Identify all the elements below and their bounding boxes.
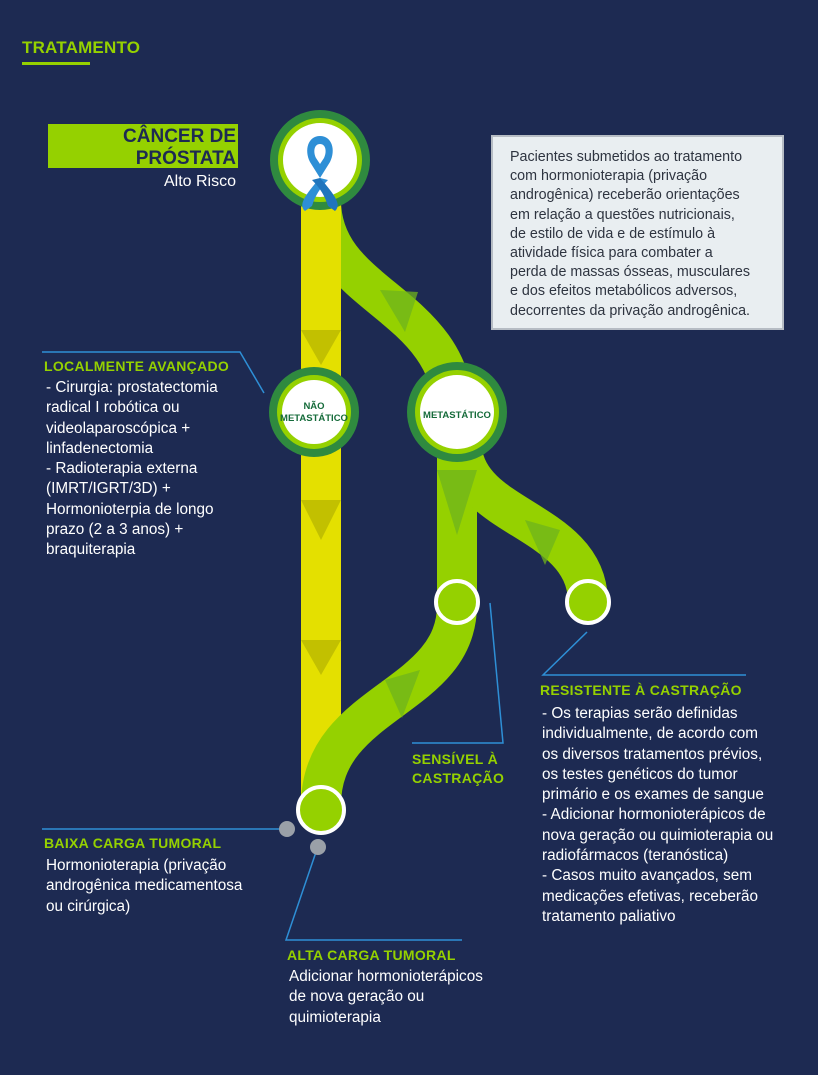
high-burden-text: Adicionar hormonioterápicos de nova gera… bbox=[289, 967, 483, 1028]
text-line: individualmente, de acordo com bbox=[542, 725, 758, 743]
info-line: Pacientes submetidos ao tratamento bbox=[510, 149, 743, 165]
high-burden-heading: ALTA CARGA TUMORAL bbox=[287, 947, 456, 963]
non-metastatic-label-line1: NÃO bbox=[303, 401, 325, 412]
metastatic-label: METASTÁTICO bbox=[423, 410, 491, 421]
non-metastatic-label-line2: METASTÁTICO bbox=[280, 413, 348, 424]
low-burden-node bbox=[296, 785, 346, 835]
sensitive-node bbox=[434, 579, 480, 625]
text-line: os testes genéticos do tumor bbox=[542, 765, 738, 783]
metastatic-node-inner bbox=[420, 375, 494, 449]
info-line: em relação a questões nutricionais, bbox=[510, 206, 735, 223]
connector-locally-advanced bbox=[42, 351, 265, 394]
castration-sensitive-heading: SENSÍVEL À CASTRAÇÃO bbox=[412, 750, 504, 788]
resistant-node bbox=[565, 579, 611, 625]
info-line: e dos efeitos metabólicos adversos, bbox=[510, 283, 738, 300]
low-burden-text: Hormonioterapia (privação androgênica me… bbox=[46, 856, 242, 917]
chevron-down-icon bbox=[380, 290, 418, 332]
text-line: radiofármacos (teranóstica) bbox=[542, 847, 729, 865]
connector-resistant bbox=[541, 631, 746, 676]
info-line: perda de massas ósseas, musculares bbox=[510, 264, 750, 281]
text-line: braquiterapia bbox=[46, 541, 136, 559]
info-box: Pacientes submetidos ao tratamento com h… bbox=[491, 135, 784, 330]
path-to-low-burden bbox=[301, 603, 477, 807]
castration-sensitive-line2: CASTRAÇÃO bbox=[412, 770, 505, 786]
non-metastatic-label: NÃO METASTÁTICO bbox=[274, 401, 354, 425]
text-line: Adicionar hormonioterápicos bbox=[289, 968, 483, 985]
chevron-down-icon bbox=[301, 640, 341, 675]
info-line: androgênica) receberão orientações bbox=[510, 187, 740, 204]
text-line: medicações efetivas, receberão bbox=[542, 887, 758, 905]
text-line: - Radioterapia externa bbox=[46, 460, 198, 478]
section-title: TRATAMENTO bbox=[22, 38, 141, 57]
chevron-down-icon bbox=[525, 520, 560, 565]
text-line: Hormonioterapia (privação bbox=[46, 857, 227, 874]
text-line: linfadenectomia bbox=[46, 439, 154, 457]
low-burden-heading: BAIXA CARGA TUMORAL bbox=[44, 835, 222, 851]
info-line: atividade física para combater a bbox=[510, 245, 713, 262]
text-line: ou cirúrgica) bbox=[46, 897, 131, 915]
chevron-down-icon bbox=[385, 670, 420, 718]
locally-advanced-heading: LOCALMENTE AVANÇADO bbox=[44, 358, 230, 374]
diagnosis-title: CÂNCER DE PRÓSTATA bbox=[36, 126, 236, 170]
path-to-resistant bbox=[442, 446, 608, 603]
text-line: de nova geração ou bbox=[289, 988, 425, 1006]
connector-sensitive bbox=[412, 602, 504, 744]
castration-resistant-text: - Os terapias serão definidas individual… bbox=[542, 704, 773, 927]
text-line: videolaparoscópica + bbox=[46, 419, 191, 437]
text-line: androgênica medicamentosa bbox=[46, 877, 243, 895]
awareness-ribbon-icon bbox=[302, 136, 338, 211]
text-line: radical I robótica ou bbox=[46, 399, 180, 417]
info-line: decorrentes da privação androgênica. bbox=[510, 302, 751, 319]
text-line: quimioterapia bbox=[289, 1008, 381, 1026]
text-line: - Cirurgia: prostatectomia bbox=[46, 379, 218, 396]
text-line: os diversos tratamentos prévios, bbox=[542, 745, 763, 763]
section-title-underline bbox=[22, 62, 90, 65]
chevron-down-icon bbox=[301, 330, 341, 365]
low-burden-dot bbox=[279, 821, 295, 837]
castration-resistant-heading: RESISTENTE À CASTRAÇÃO bbox=[540, 682, 742, 698]
high-burden-dot bbox=[310, 839, 326, 855]
chevron-down-icon bbox=[301, 500, 341, 540]
chevron-down-icon bbox=[437, 470, 477, 535]
diagnosis-title-line1: CÂNCER DE bbox=[123, 126, 236, 147]
info-line: de estilo de vida e de estímulo à bbox=[510, 225, 716, 242]
castration-sensitive-line1: SENSÍVEL À bbox=[412, 751, 498, 767]
text-line: nova geração ou quimioterapia ou bbox=[542, 826, 774, 844]
text-line: (IMRT/IGRT/3D) + bbox=[46, 480, 171, 498]
text-line: - Casos muito avançados, sem bbox=[542, 867, 752, 885]
diagnosis-node-inner bbox=[283, 123, 357, 197]
diagnosis-subtitle: Alto Risco bbox=[163, 173, 236, 190]
info-line: com hormonioterapia (privação bbox=[510, 168, 708, 185]
text-line: prazo (2 a 3 anos) + bbox=[46, 521, 184, 539]
text-line: primário e os exames de sangue bbox=[542, 786, 764, 804]
diagnosis-highlight-bar bbox=[48, 124, 238, 168]
text-line: tratamento paliativo bbox=[542, 907, 676, 925]
connector-high-burden bbox=[284, 851, 462, 941]
diagnosis-title-line2: PRÓSTATA bbox=[135, 148, 236, 169]
locally-advanced-text: - Cirurgia: prostatectomia radical I rob… bbox=[46, 378, 218, 561]
text-line: Hormonioterpia de longo bbox=[46, 500, 214, 518]
text-line: - Adicionar hormonioterápicos de bbox=[542, 806, 766, 824]
text-line: - Os terapias serão definidas bbox=[542, 705, 738, 722]
non-metastatic-node-inner bbox=[282, 380, 346, 444]
